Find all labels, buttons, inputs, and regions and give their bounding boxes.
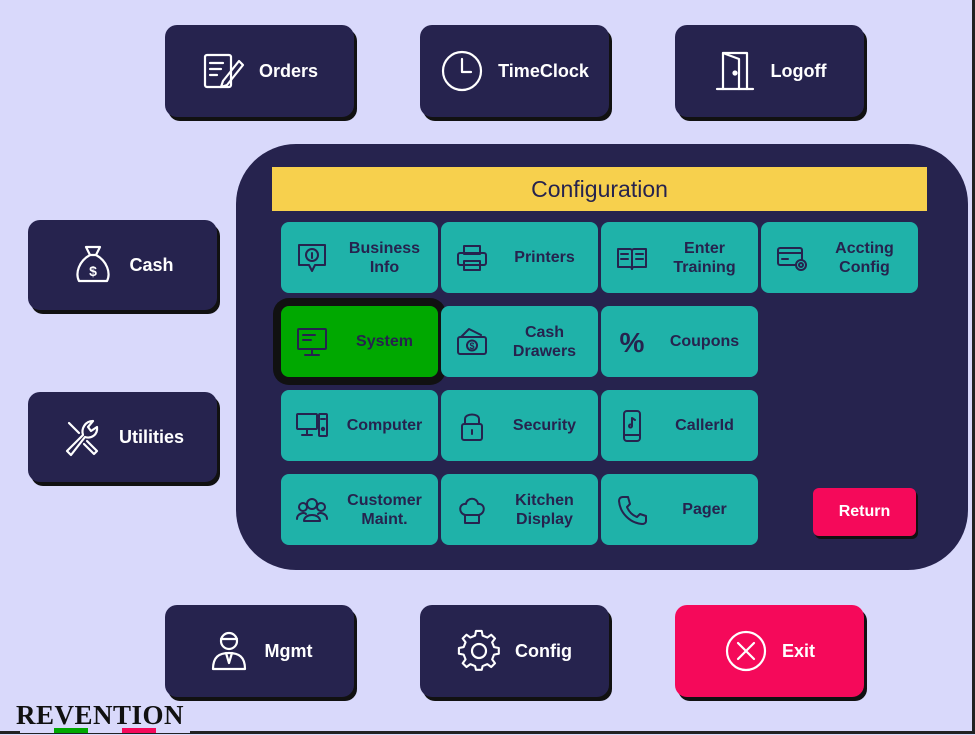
tile-label: CallerId (675, 417, 734, 434)
tile-label: Pager (682, 501, 727, 518)
clock-icon (442, 50, 483, 92)
return-button[interactable]: Return (813, 488, 916, 536)
tile-security[interactable]: Security (441, 390, 598, 461)
money-bag-icon: $ (76, 245, 111, 283)
tile-coupons[interactable]: % Coupons (601, 306, 758, 377)
utilities-label: Utilities (118, 426, 184, 447)
phone-icon (623, 409, 641, 442)
tile-pager[interactable]: Pager (601, 474, 758, 545)
tile-accting-config[interactable]: Accting Config (761, 222, 918, 293)
timeclock-button[interactable]: TimeClock (420, 25, 609, 117)
tile-label: Security (512, 417, 577, 434)
manager-icon (211, 631, 246, 671)
users-icon (296, 497, 328, 522)
logo-color-bar (20, 728, 190, 733)
tile-label: Coupons (669, 333, 740, 350)
tile-label: Enter Training (673, 239, 736, 276)
tile-label: Customer Maint. (347, 491, 422, 528)
cash-label: Cash (129, 254, 174, 275)
gear-icon (457, 629, 500, 671)
tile-computer[interactable]: Computer (281, 390, 438, 461)
mgmt-button[interactable]: Mgmt (165, 605, 354, 697)
chef-hat-icon (459, 497, 485, 524)
config-button[interactable]: Config (420, 605, 609, 697)
revention-logo: REVENTION (16, 700, 185, 730)
lock-icon (461, 413, 483, 441)
mgmt-label: Mgmt (264, 640, 313, 661)
monitor-icon (297, 327, 327, 356)
svg-text:$: $ (90, 263, 98, 279)
panel-title: Configuration (272, 167, 927, 211)
percent-icon: % (620, 327, 645, 358)
tile-business-info[interactable]: Business Info (281, 222, 438, 293)
exit-button[interactable]: Exit (675, 605, 864, 697)
tile-label: Cash Drawers (512, 323, 577, 360)
tile-label: Computer (346, 417, 423, 434)
tile-enter-training[interactable]: Enter Training (601, 222, 758, 293)
orders-label: Orders (258, 60, 319, 81)
tile-label: Kitchen Display (515, 491, 574, 528)
utilities-button[interactable]: Utilities (28, 392, 217, 482)
tile-customer-maint[interactable]: Customer Maint. (281, 474, 438, 545)
tile-callerid[interactable]: CallerId (601, 390, 758, 461)
cash-drawer-icon: $ (457, 327, 487, 355)
info-bubble-icon (298, 243, 326, 272)
exit-label: Exit (781, 640, 815, 661)
orders-button[interactable]: Orders (165, 25, 354, 117)
tile-label: Printers (514, 249, 575, 266)
door-icon (715, 51, 754, 91)
svg-text:%: % (620, 327, 645, 358)
computer-icon (296, 412, 328, 437)
logoff-button[interactable]: Logoff (675, 25, 864, 117)
timeclock-label: TimeClock (498, 60, 589, 81)
tile-kitchen-display[interactable]: Kitchen Display (441, 474, 598, 545)
tile-system[interactable]: System (281, 306, 438, 377)
tile-label: Accting Config (835, 239, 894, 276)
printer-icon (457, 244, 487, 271)
tile-printers[interactable]: Printers (441, 222, 598, 293)
close-circle-icon (725, 630, 767, 672)
tile-label: Business Info (348, 239, 421, 276)
orders-icon (203, 53, 245, 89)
logoff-label: Logoff (770, 60, 827, 81)
book-icon (617, 247, 647, 270)
svg-text:$: $ (469, 341, 474, 351)
handset-icon (618, 495, 647, 525)
cash-button[interactable]: $ Cash (28, 220, 217, 310)
tile-label: System (356, 333, 413, 350)
card-gear-icon (777, 246, 807, 271)
config-label: Config (515, 640, 572, 661)
tile-cash-drawers[interactable]: $ Cash Drawers (441, 306, 598, 377)
wrench-icon (65, 419, 99, 457)
